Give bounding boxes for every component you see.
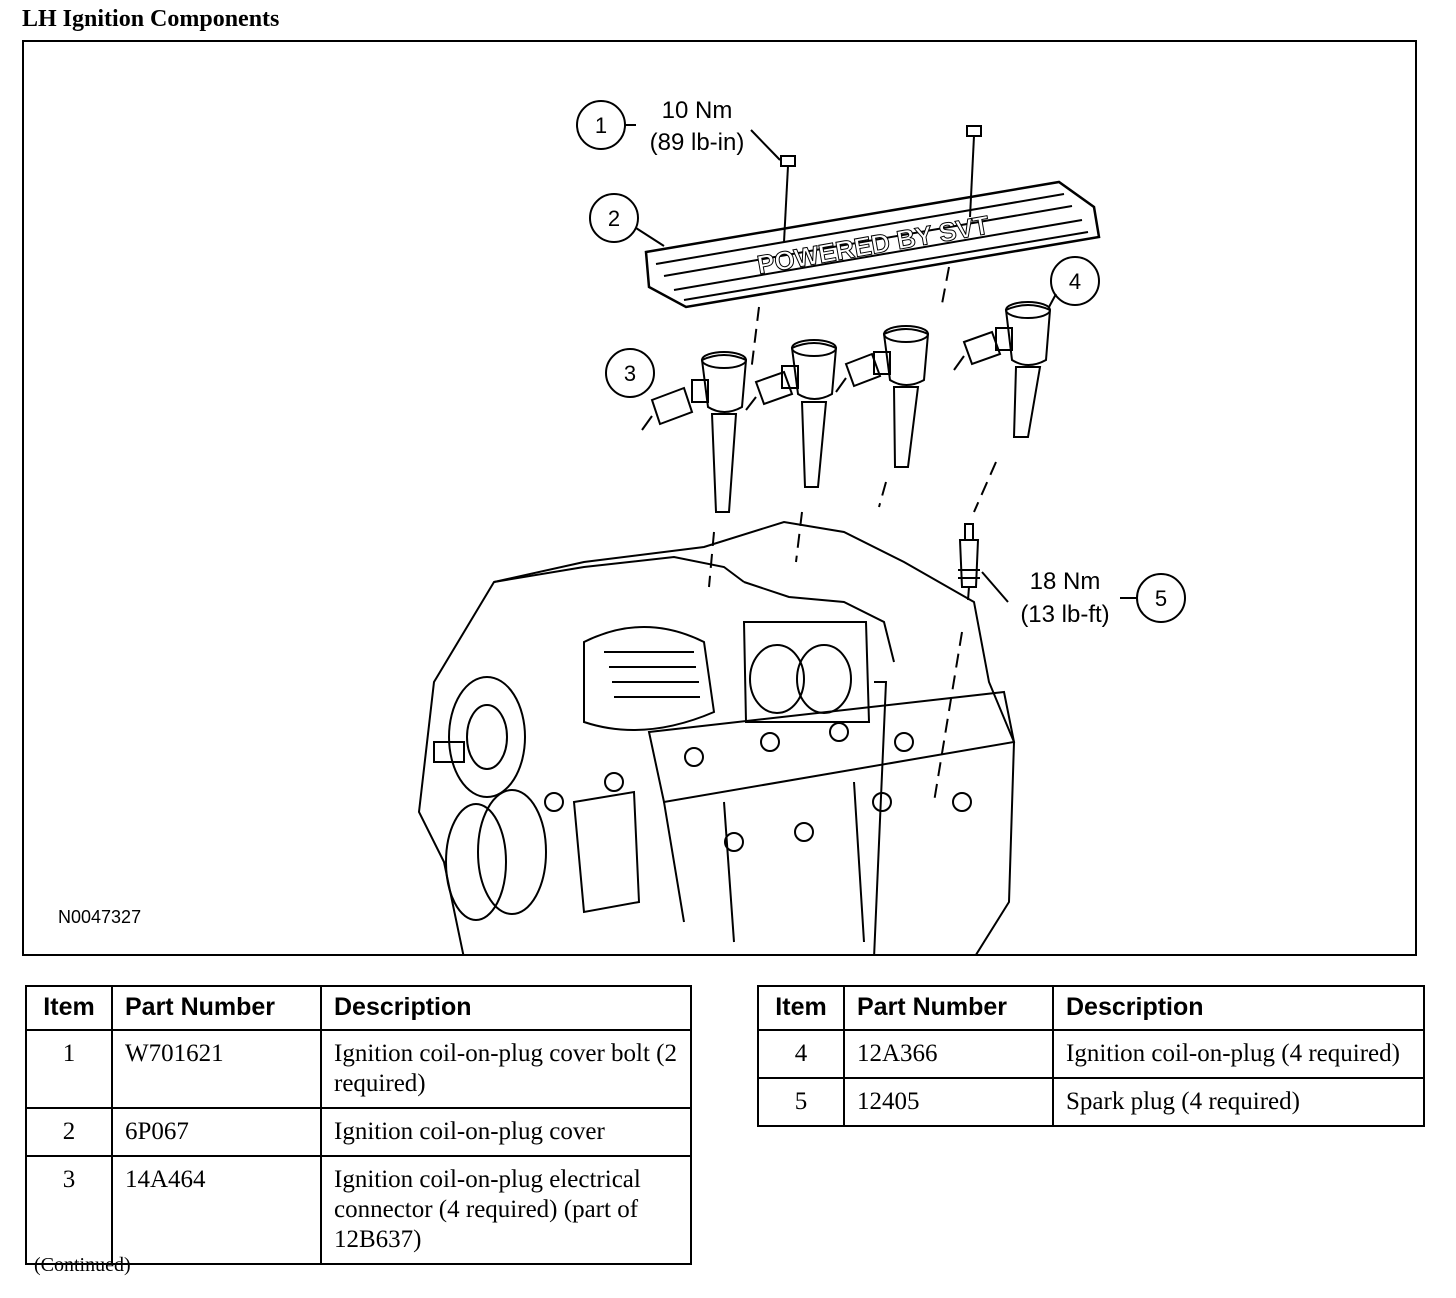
coil-cover: POWERED BY SVT [644, 180, 1101, 309]
row-part-number: 14A464 [111, 1155, 322, 1265]
table-header-row: Item Part Number Description [757, 985, 1425, 1031]
header-description: Description [1052, 985, 1425, 1031]
callout-1-torque-imperial: (89 lb-in) [650, 129, 745, 156]
row-part-number: 12A366 [843, 1029, 1054, 1079]
table-row: 1 W701621 Ignition coil-on-plug cover bo… [25, 1029, 692, 1109]
callout-3-number: 3 [624, 361, 636, 386]
row-item: 5 [757, 1077, 845, 1127]
spark-plug [958, 523, 980, 601]
electrical-connector-3 [835, 352, 882, 393]
row-description: Ignition coil-on-plug cover bolt (2 requ… [320, 1029, 692, 1109]
callout-4 [1048, 256, 1100, 308]
diagram-svg: POWERED BY SVT [58, 97, 1186, 954]
ignition-diagram: POWERED BY SVT [22, 40, 1417, 956]
ignition-coil-3 [873, 325, 930, 468]
row-item: 3 [25, 1155, 113, 1265]
continued-note: (Continued) [34, 1254, 131, 1276]
callout-3 [605, 348, 655, 398]
table-row: 5 12405 Spark plug (4 required) [757, 1077, 1425, 1127]
electrical-connector-2 [745, 370, 794, 411]
table-row: 4 12A366 Ignition coil-on-plug (4 requir… [757, 1029, 1425, 1079]
electrical-connector-4 [953, 330, 1002, 371]
row-item: 4 [757, 1029, 845, 1079]
header-part-number: Part Number [843, 985, 1054, 1031]
electrical-connector-1 [641, 386, 694, 431]
ignition-coil-4 [995, 301, 1052, 438]
callout-5-torque-nm: 18 Nm [1030, 568, 1101, 595]
callout-1 [576, 100, 781, 161]
callout-1-number: 1 [595, 113, 607, 138]
parts-table-left: Item Part Number Description 1 W701621 I… [25, 985, 692, 1265]
header-item: Item [25, 985, 113, 1031]
cover-lettering: POWERED BY SVT [755, 210, 992, 280]
row-part-number: W701621 [111, 1029, 322, 1109]
row-part-number: 12405 [843, 1077, 1054, 1127]
callout-5 [981, 571, 1186, 623]
header-description: Description [320, 985, 692, 1031]
parts-table-right: Item Part Number Description 4 12A366 Ig… [757, 985, 1425, 1127]
header-item: Item [757, 985, 845, 1031]
row-description: Ignition coil-on-plug electrical connect… [320, 1155, 692, 1265]
row-description: Spark plug (4 required) [1052, 1077, 1425, 1127]
callout-2-number: 2 [608, 206, 620, 231]
table-header-row: Item Part Number Description [25, 985, 692, 1031]
callout-1-torque-nm: 10 Nm [662, 97, 733, 124]
callout-2 [589, 193, 665, 247]
ignition-coil-1 [691, 351, 748, 513]
figure-id: N0047327 [58, 907, 141, 927]
row-description: Ignition coil-on-plug (4 required) [1052, 1029, 1425, 1079]
callout-5-number: 5 [1155, 586, 1167, 611]
cover-bolt-right [966, 125, 982, 218]
ignition-coil-2 [781, 339, 838, 488]
callout-4-number: 4 [1069, 269, 1081, 294]
callout-5-torque-imperial: (13 lb-ft) [1020, 601, 1109, 628]
table-row: 3 14A464 Ignition coil-on-plug electrica… [25, 1155, 692, 1265]
row-item: 1 [25, 1029, 113, 1109]
engine-block [417, 520, 1016, 954]
row-item: 2 [25, 1107, 113, 1157]
page-title: LH Ignition Components [22, 6, 280, 32]
row-part-number: 6P067 [111, 1107, 322, 1157]
header-part-number: Part Number [111, 985, 322, 1031]
row-description: Ignition coil-on-plug cover [320, 1107, 692, 1157]
table-row: 2 6P067 Ignition coil-on-plug cover [25, 1107, 692, 1157]
alignment-lines [708, 266, 997, 803]
